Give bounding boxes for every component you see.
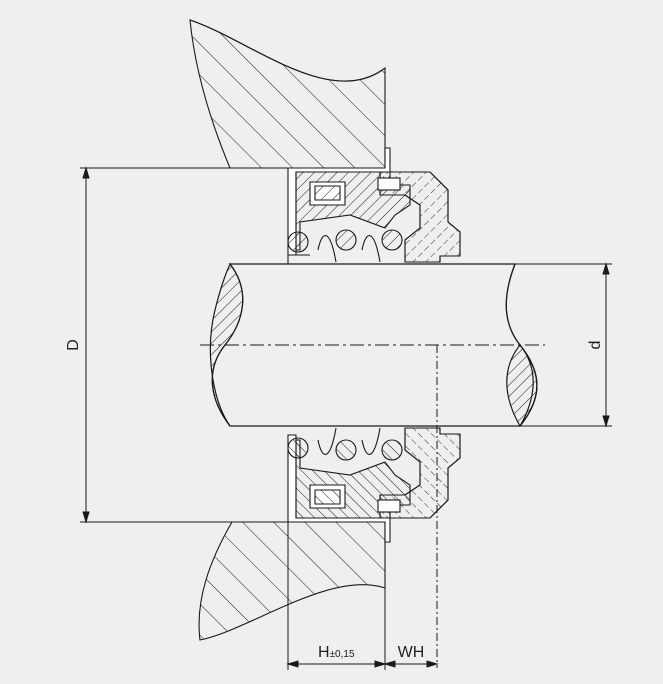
dimension-d xyxy=(515,262,612,428)
dimension-D xyxy=(82,166,90,524)
housing-bore-lines xyxy=(80,167,288,523)
housing-upper xyxy=(189,19,386,169)
shaft xyxy=(209,262,538,428)
label-D: D xyxy=(65,339,82,351)
seal-lower xyxy=(287,427,461,543)
seal-upper xyxy=(287,147,461,264)
housing-lower xyxy=(198,521,386,641)
label-H: H±0,15 xyxy=(318,644,355,661)
label-WH: WH xyxy=(398,644,425,661)
label-d: d xyxy=(587,341,604,350)
dimension-H-WH xyxy=(286,522,439,670)
